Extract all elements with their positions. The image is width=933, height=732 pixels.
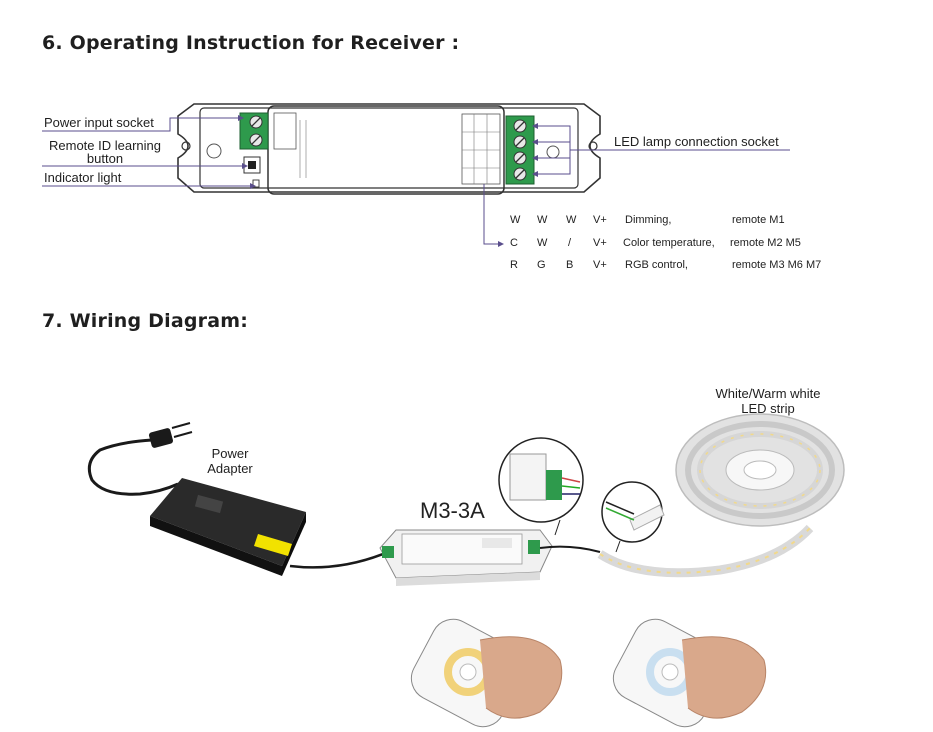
led-strip-reel xyxy=(675,413,845,527)
label-remote-id-learning: Remote ID learning button xyxy=(44,139,166,165)
label-power-adapter: Power Adapter xyxy=(200,446,260,476)
remote-control-2 xyxy=(612,618,767,728)
label-strip-line2: LED strip xyxy=(741,401,795,416)
receiver-housing xyxy=(177,103,601,193)
mode-cell: V+ xyxy=(593,214,607,226)
label-led-lamp-socket: LED lamp connection socket xyxy=(614,134,779,149)
mode-cell: G xyxy=(537,259,546,271)
mode-cell: C xyxy=(510,237,518,249)
label-power-line2: Adapter xyxy=(207,461,253,476)
mode-description: Dimming, xyxy=(625,214,672,226)
mode-cell: W xyxy=(566,214,577,226)
mode-remote: remote M2 M5 xyxy=(730,237,801,249)
adapter-sticker xyxy=(254,534,292,556)
indicator-light xyxy=(252,179,260,188)
mode-cell: / xyxy=(568,237,572,249)
receiver-label-panel xyxy=(267,105,505,195)
mode-remote: remote M1 xyxy=(732,214,785,226)
mode-cell: V+ xyxy=(593,237,607,249)
mode-cell: W xyxy=(537,214,548,226)
label-remote-id-line2: button xyxy=(86,151,124,166)
label-strip-line1: White/Warm white xyxy=(715,386,821,401)
label-led-strip: White/Warm white LED strip xyxy=(700,386,836,416)
section-6-title: 6. Operating Instruction for Receiver : xyxy=(42,32,460,54)
label-indicator-light: Indicator light xyxy=(44,170,122,185)
mode-cell: V+ xyxy=(593,259,607,271)
m3-3a-receiver xyxy=(379,529,553,586)
label-model-m3-3a: M3-3A xyxy=(420,498,485,523)
mode-description: Color temperature, xyxy=(623,237,715,249)
mode-cell: R xyxy=(510,259,518,271)
label-power-input-socket: Power input socket xyxy=(44,115,154,130)
section-7-title: 7. Wiring Diagram: xyxy=(42,310,249,332)
mode-cell: W xyxy=(510,214,521,226)
remote-control-1 xyxy=(410,618,563,728)
mount-hole-left xyxy=(181,141,191,151)
mode-cell: W xyxy=(537,237,548,249)
label-remote-id-line1: Remote ID learning xyxy=(49,138,161,153)
power-adapter xyxy=(150,478,306,576)
mode-remote: remote M3 M6 M7 xyxy=(732,259,822,271)
mode-cell: B xyxy=(566,259,574,271)
power-plug xyxy=(148,422,193,448)
label-power-line1: Power xyxy=(211,446,249,461)
mode-description: RGB control, xyxy=(625,259,688,271)
